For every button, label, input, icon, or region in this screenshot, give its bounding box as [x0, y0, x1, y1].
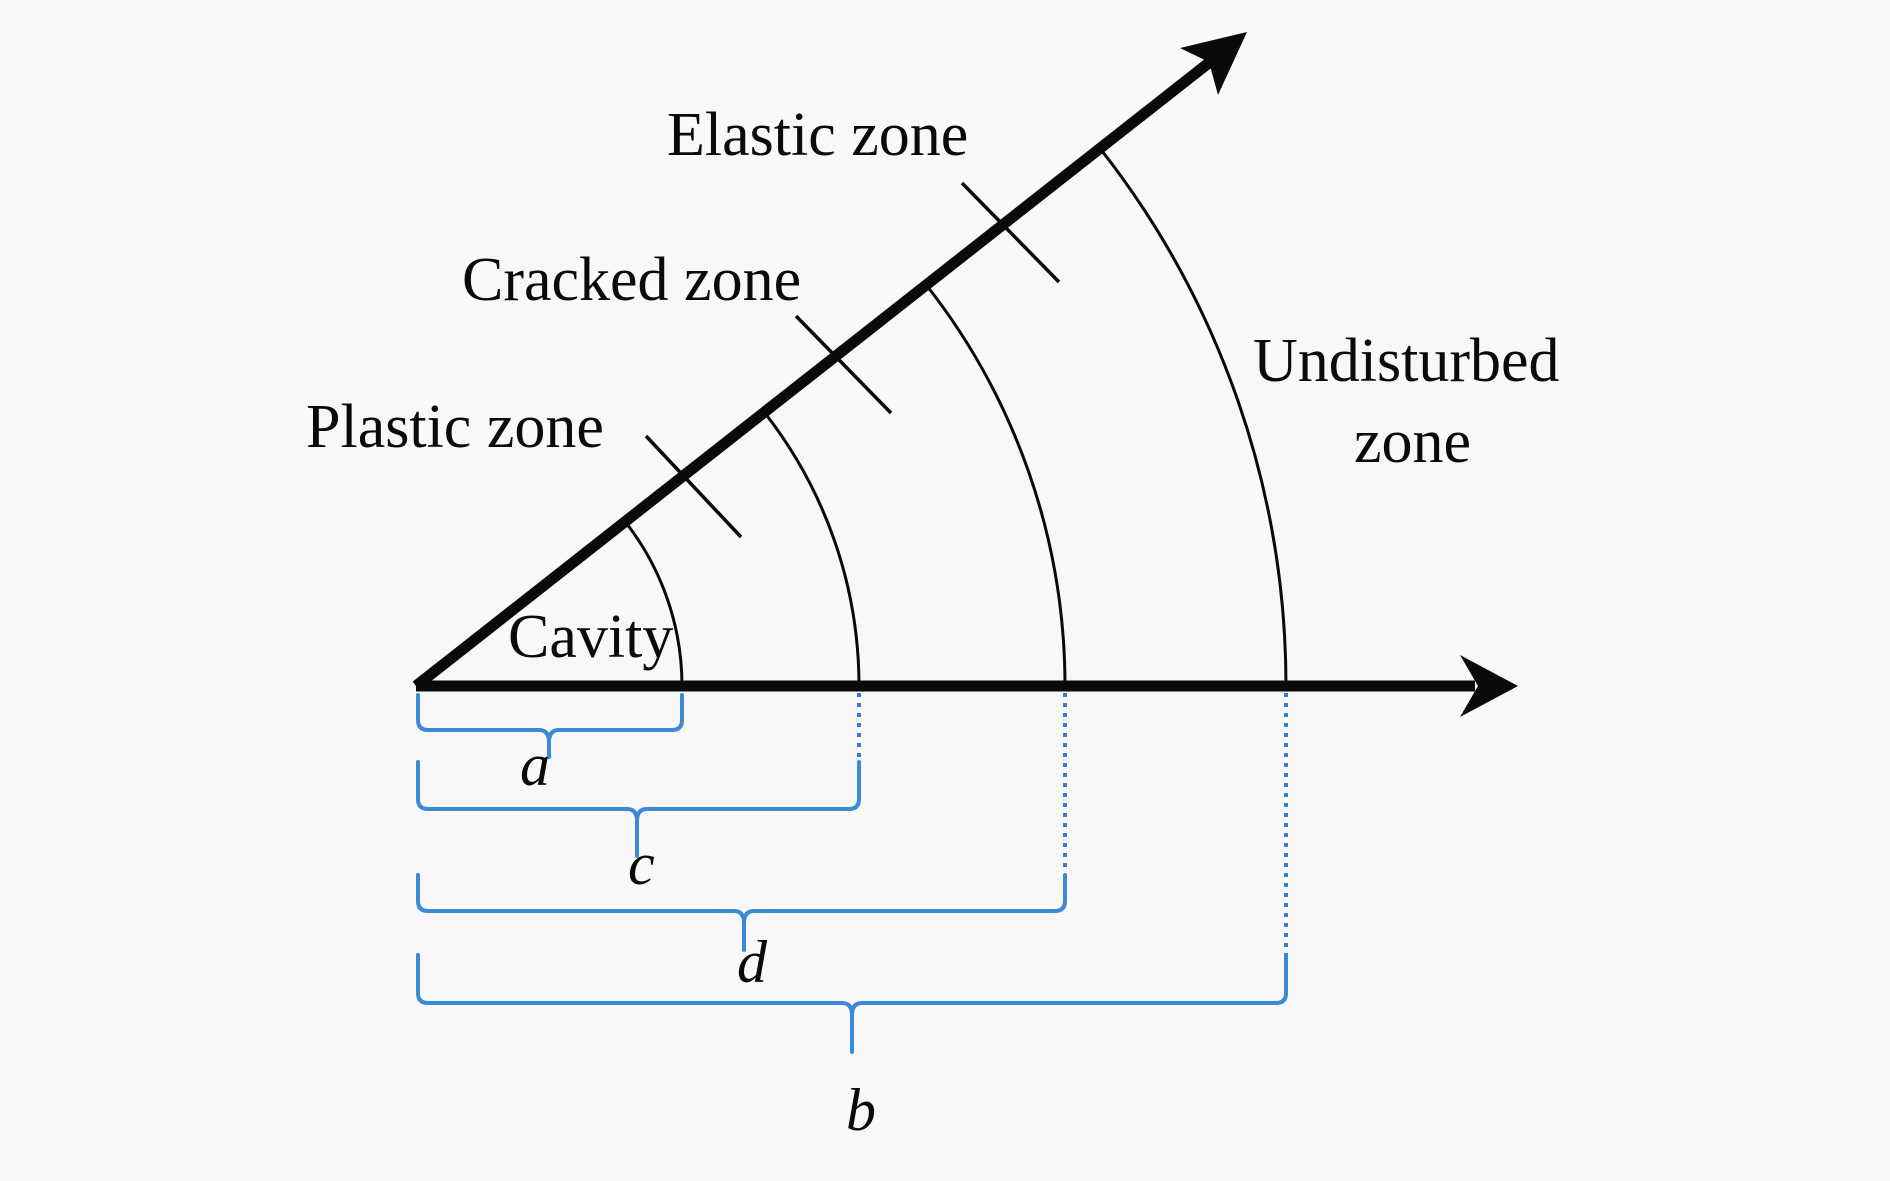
tick-elastic-zone — [960, 181, 1061, 284]
brace-c — [416, 760, 861, 858]
arc-elastic-boundary — [1098, 147, 1288, 687]
label-plastic-zone: Plastic zone — [306, 393, 604, 461]
label-cracked-zone: Cracked zone — [462, 246, 801, 314]
arrowhead-inclined — [1180, 32, 1247, 95]
label-cavity: Cavity — [508, 603, 673, 671]
brace-b — [416, 953, 1288, 1054]
arrowhead-horizontal — [1460, 655, 1518, 717]
tick-plastic-zone — [644, 434, 743, 539]
label-undisturbed-zone-line1: Undisturbed — [1253, 327, 1560, 395]
radius-label-a: a — [520, 732, 550, 798]
radius-label-d: d — [737, 929, 768, 995]
arc-plastic-boundary — [762, 411, 861, 687]
radius-label-b: b — [846, 1077, 876, 1143]
arc-cracked-boundary — [924, 283, 1067, 687]
label-elastic-zone: Elastic zone — [667, 101, 968, 169]
label-undisturbed-zone-line2: zone — [1354, 408, 1471, 476]
arc-cavity — [623, 520, 684, 687]
brace-d — [416, 873, 1067, 952]
tick-cracked-zone — [794, 314, 893, 415]
radius-label-c: c — [628, 831, 655, 897]
brace-a — [416, 693, 684, 759]
radial-axis-inclined — [412, 53, 1219, 691]
